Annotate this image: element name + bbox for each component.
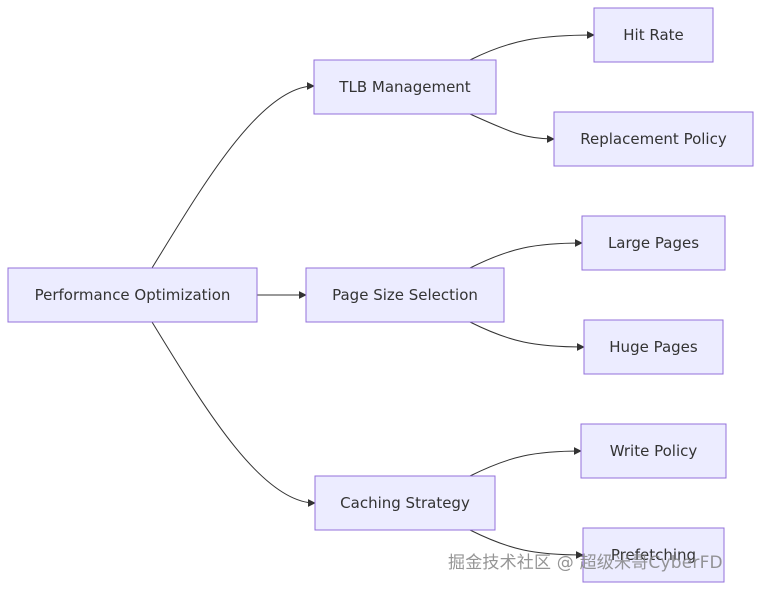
node-page-size-selection-label: Page Size Selection: [332, 286, 478, 304]
node-performance-optimization: Performance Optimization: [7, 267, 258, 323]
node-huge-pages: Huge Pages: [583, 319, 724, 375]
node-large-pages: Large Pages: [581, 215, 726, 271]
edge-caching-to-prefetch: [469, 529, 584, 559]
edge-pagesize-to-large: [469, 239, 583, 269]
watermark-text: 掘金技术社区 @ 超级米哥CyberFD: [448, 553, 723, 573]
node-replacement-policy-label: Replacement Policy: [580, 130, 727, 148]
node-caching-strategy: Caching Strategy: [314, 475, 496, 531]
node-tlb-management: TLB Management: [313, 59, 497, 115]
node-caching-strategy-label: Caching Strategy: [340, 494, 470, 512]
edge-pagesize-to-huge: [469, 321, 585, 351]
edge-root-to-caching: [151, 321, 316, 507]
node-prefetching: Prefetching: [582, 527, 725, 583]
edge-root-to-tlb: [151, 82, 315, 269]
node-huge-pages-label: Huge Pages: [609, 338, 698, 356]
node-hit-rate-label: Hit Rate: [623, 26, 684, 44]
node-tlb-management-label: TLB Management: [338, 78, 471, 96]
edge-caching-to-write: [469, 447, 582, 477]
edge-tlb-to-hitrate: [469, 31, 595, 61]
node-write-policy-label: Write Policy: [610, 442, 698, 460]
node-large-pages-label: Large Pages: [608, 234, 699, 252]
node-replacement-policy: Replacement Policy: [553, 111, 754, 167]
node-hit-rate: Hit Rate: [593, 7, 714, 63]
node-prefetching-label: Prefetching: [611, 546, 696, 564]
node-performance-optimization-label: Performance Optimization: [35, 286, 231, 304]
edge-tlb-to-replacement: [469, 113, 555, 143]
node-write-policy: Write Policy: [580, 423, 727, 479]
node-page-size-selection: Page Size Selection: [305, 267, 505, 323]
